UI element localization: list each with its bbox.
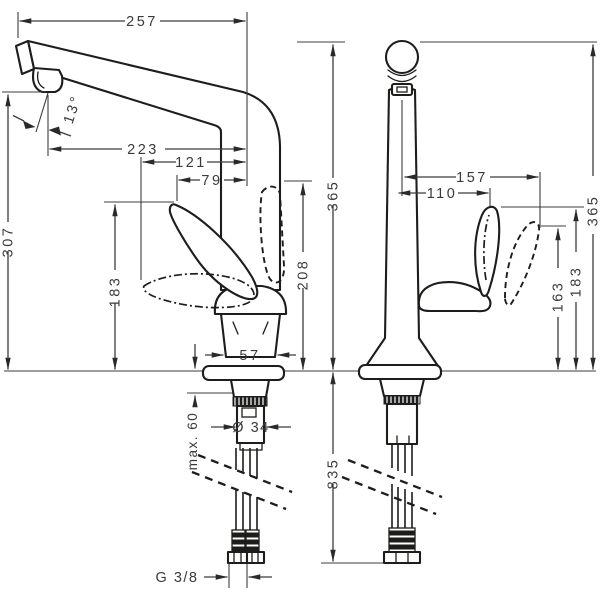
dim-angle-13: 13° [12, 92, 85, 137]
dim-label-max60: max. 60 [185, 412, 200, 471]
spout-outline [26, 39, 282, 292]
dim-label-183-side: 183 [108, 276, 124, 308]
dim-183-side: 183 [104, 201, 174, 370]
shank-front [385, 402, 419, 446]
dim-label-365-side: 365 [326, 180, 342, 212]
escutcheon-side [201, 364, 286, 382]
dim-label-223: 223 [127, 142, 159, 158]
dim-label-g38: G 3/8 [156, 570, 199, 586]
dim-label-208: 208 [296, 259, 312, 291]
dim-163: 163 [541, 225, 567, 370]
dim-208: 208 [284, 180, 312, 370]
handle-lever-side [168, 203, 259, 301]
dim-label-835: 835 [326, 458, 342, 490]
hose-connectors-front [382, 527, 422, 565]
dim-label-d34: Ø 34 [232, 420, 269, 436]
dim-label-110: 110 [427, 186, 458, 202]
hoses-front [391, 444, 413, 528]
handle-lever-side-forward-dashed [142, 272, 255, 309]
aerator-front [390, 82, 414, 97]
dim-g38: G 3/8 [156, 564, 272, 588]
spout-front-circle [384, 39, 420, 75]
dim-d34: Ø 34 [211, 420, 291, 436]
front-view [341, 39, 540, 565]
dim-121: 121 [140, 155, 246, 280]
mounting-stem-front [378, 377, 426, 398]
thread-band-front [383, 395, 421, 405]
dim-257: 257 [17, 12, 248, 186]
dim-223: 223 [47, 95, 246, 158]
dim-label-183-front: 183 [569, 266, 585, 298]
dim-79: 79 [176, 173, 246, 201]
dim-110: 110 [398, 186, 491, 206]
dim-label-57: 57 [239, 348, 260, 364]
dim-label-13deg: 13° [61, 93, 85, 126]
hose-connectors-side [226, 529, 266, 565]
thread-band-side [232, 396, 268, 407]
dim-label-307: 307 [1, 226, 17, 258]
dim-157: 157 [401, 100, 541, 228]
dim-label-157: 157 [456, 170, 488, 186]
mounting-stem-side [229, 378, 271, 399]
escutcheon-front [357, 363, 443, 381]
handle-lever-front [474, 205, 501, 297]
dim-label-163: 163 [551, 281, 567, 313]
break-line [197, 453, 293, 494]
side-view [14, 39, 293, 565]
break-line [341, 475, 437, 516]
dim-max-60: max. 60 [185, 344, 200, 470]
break-line [347, 458, 443, 499]
handle-pivot-dome-front [417, 281, 492, 313]
dim-307: 307 [1, 91, 46, 370]
break-line [191, 470, 287, 511]
dim-label-79: 79 [201, 173, 222, 189]
dim-label-257: 257 [126, 14, 158, 30]
dim-365-side-and-835: 365 835 [297, 41, 383, 564]
dim-label-365-front: 365 [586, 195, 600, 227]
dim-57: 57 [205, 348, 296, 364]
countertop-lines [4, 370, 596, 394]
dim-183-front: 183 [501, 206, 585, 370]
dim-365-front: 365 [420, 41, 600, 370]
handle-lever-side-up-dashed [259, 185, 285, 284]
dim-label-121: 121 [175, 155, 207, 171]
handle-lever-front-dashed [504, 221, 540, 307]
base-cone-side [219, 312, 282, 359]
hoses-side [235, 448, 258, 530]
